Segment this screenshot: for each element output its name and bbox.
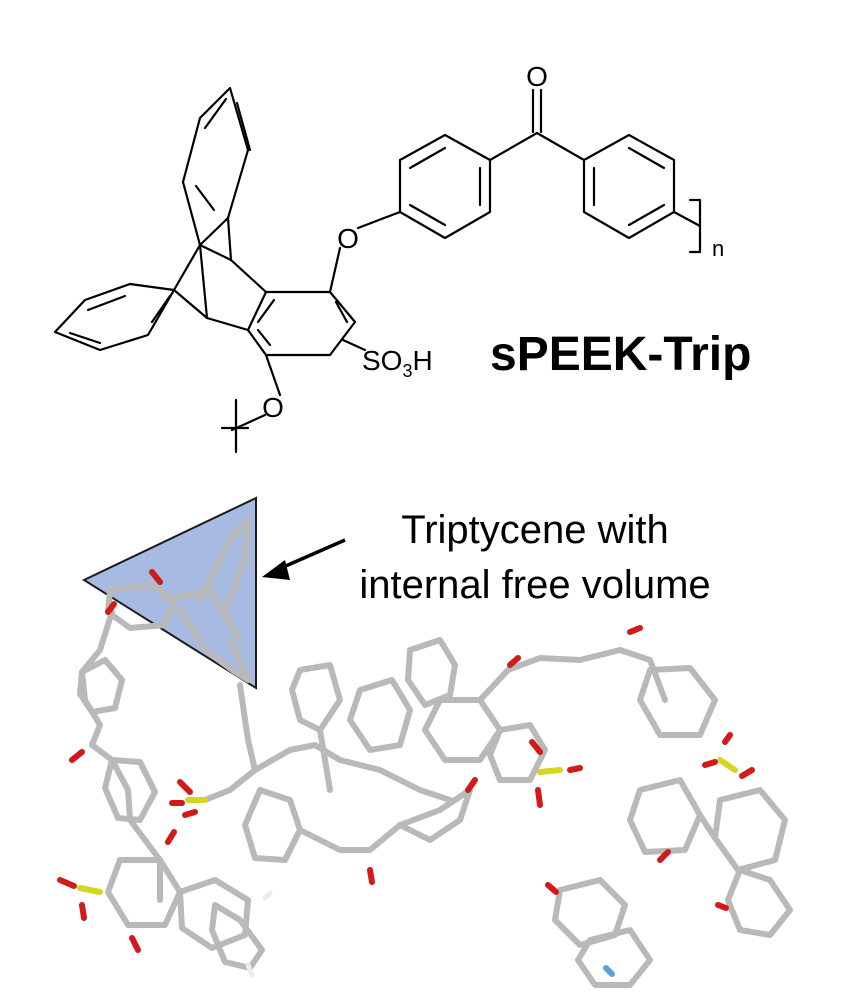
triptycene-left-ring: [53, 282, 176, 352]
polymer-name-label: sPEEK-Trip: [490, 328, 751, 381]
repeat-subscript: n: [712, 236, 724, 261]
triptycene-upper-ring: [181, 86, 252, 247]
ether-link-top: [328, 210, 402, 294]
triptycene-sulfonated-ring: [246, 290, 367, 357]
annotation-line-2: internal free volume: [359, 563, 710, 607]
atom-o-ether-top: O: [337, 223, 359, 254]
triptycene-bridge: [172, 216, 268, 332]
sulfonic-sub: 3: [402, 361, 412, 381]
annotation-arrow: [262, 538, 346, 580]
triptycene-fragment: [105, 517, 251, 683]
sulfonic-acid-label: SO3H: [362, 345, 433, 381]
ether-link-bottom: [220, 353, 282, 454]
chemical-structure: O O O n SO3H sPEEK-Trip: [53, 61, 751, 454]
middle-cluster: [347, 625, 643, 808]
triptycene-triangle: [81, 496, 257, 690]
right-chain: [545, 647, 793, 988]
carbonyl-group: [488, 88, 586, 162]
atom-o-ether-bottom: O: [262, 392, 284, 423]
sulfonic-main: SO: [362, 345, 402, 376]
annotation-line-1: Triptycene with: [401, 508, 669, 552]
stick-model: Triptycene with internal free volume: [57, 496, 793, 988]
atom-o-carbonyl: O: [526, 61, 548, 92]
central-chain: [169, 662, 478, 885]
left-chain: [57, 601, 273, 978]
sulfonic-tail: H: [412, 345, 432, 376]
phenyl-ring-2: [582, 133, 702, 254]
phenyl-ring-1: [398, 133, 492, 240]
